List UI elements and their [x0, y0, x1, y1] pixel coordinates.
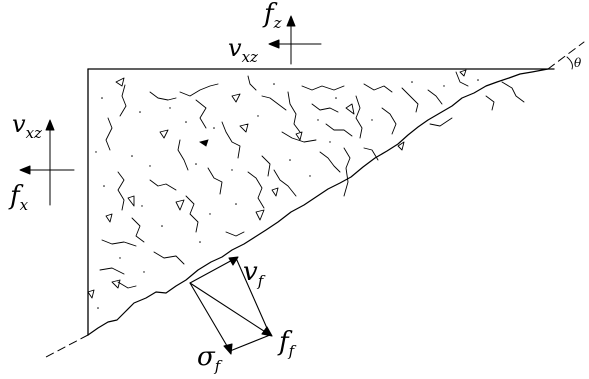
aggregate-filled — [199, 139, 209, 147]
crack-force-decomposition — [189, 256, 273, 355]
specimen-outline — [87, 68, 555, 336]
label-vf: vf — [243, 257, 266, 290]
secondary-cracks — [99, 71, 525, 289]
label-fz: fz — [262, 0, 282, 32]
vf-arrow-shaft — [189, 257, 237, 284]
vxz-left-arrow-head — [45, 119, 55, 131]
label-fx: fx — [8, 181, 29, 214]
parallelogram-side-right — [235, 257, 271, 336]
label-ff: ff — [277, 327, 297, 360]
label-vxz-top: vxz — [228, 34, 258, 66]
dashed-extension-upper — [547, 41, 585, 70]
top-stress-symbol — [268, 15, 322, 65]
sigma-f-arrow-head — [223, 343, 233, 355]
sand-speckles — [95, 79, 479, 309]
sigma-f-arrow-shaft — [189, 282, 231, 352]
label-vxz-left: vxz — [12, 110, 42, 142]
parallelogram-side-bottom — [229, 334, 271, 352]
fz-arrow-head — [286, 15, 296, 27]
vf-arrow-head — [228, 256, 239, 266]
label-theta: θ — [574, 56, 582, 70]
crack-plane-extension — [45, 41, 585, 358]
ff-arrow-shaft — [189, 282, 271, 336]
failure-crack — [87, 68, 549, 336]
dashed-extension-lower — [45, 334, 89, 358]
theta-arc — [566, 56, 573, 70]
vxz-top-arrow-head — [268, 39, 280, 49]
left-stress-symbol — [19, 119, 75, 206]
label-sigma-f: σf — [197, 342, 223, 375]
aggregate-particles — [87, 69, 467, 299]
fx-arrow-head — [19, 165, 31, 175]
